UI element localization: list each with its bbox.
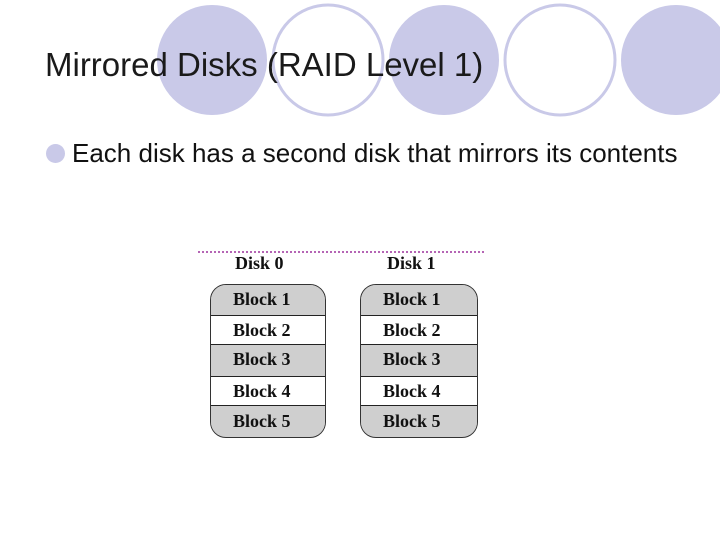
disk-0: Block 1 Block 2 Block 3 Block 4 Block 5 [210, 284, 326, 438]
disk-block: Block 1 [211, 285, 325, 313]
disk-block: Block 3 [211, 345, 325, 373]
disk-1: Block 1 Block 2 Block 3 Block 4 Block 5 [360, 284, 478, 438]
deco-circle-outline [271, 3, 385, 117]
disk-block: Block 5 [361, 407, 477, 435]
bullet-text: Each disk has a second disk that mirrors… [72, 138, 678, 168]
disk-block: Block 3 [361, 345, 477, 373]
disk-1-title: Disk 1 [387, 253, 436, 273]
bullet-item: Each disk has a second disk that mirrors… [46, 136, 686, 170]
bullet-dot-icon [46, 144, 65, 163]
disk-block: Block 5 [211, 407, 325, 435]
deco-circle-filled [621, 5, 720, 115]
disk-block: Block 2 [361, 315, 477, 345]
deco-circle-filled [157, 5, 267, 115]
deco-circle-filled [389, 5, 499, 115]
disk-block: Block 4 [361, 376, 477, 406]
page-title: Mirrored Disks (RAID Level 1) [45, 46, 484, 83]
disk-block: Block 4 [211, 376, 325, 406]
deco-circle-outline [503, 3, 617, 117]
disk-block: Block 1 [361, 285, 477, 313]
disk-0-title: Disk 0 [235, 253, 284, 273]
disk-block: Block 2 [211, 315, 325, 345]
